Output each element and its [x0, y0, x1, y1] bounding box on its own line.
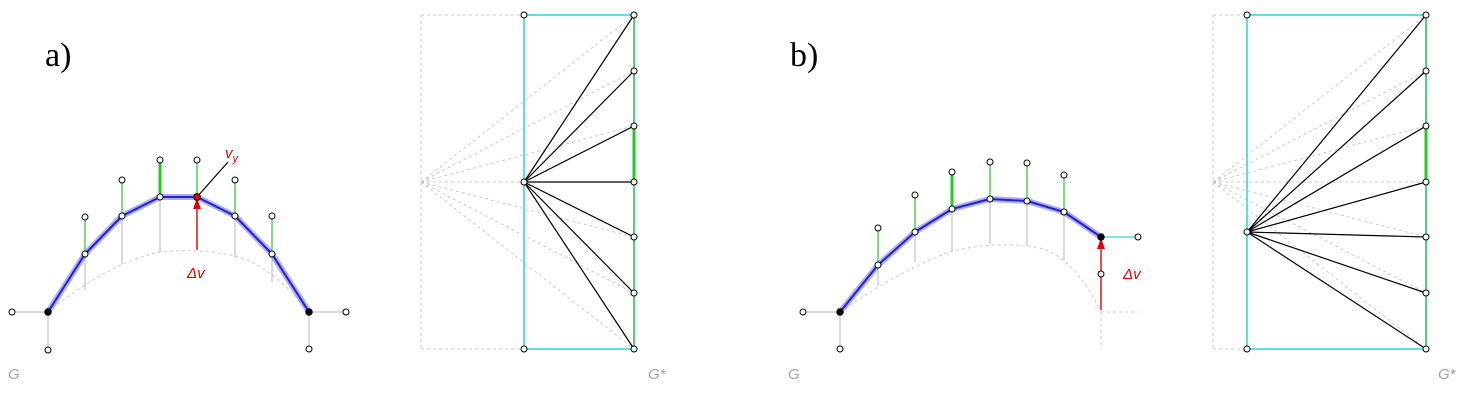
- panel-a-force-diagram: G*: [420, 11, 667, 383]
- reference-curve: [47, 250, 310, 313]
- form-diagram-label-b: G: [788, 366, 800, 383]
- arch-glow-b: [837, 196, 1104, 315]
- form-nodes: [8, 156, 350, 354]
- reference-curve-b: [839, 244, 1102, 313]
- delta-v-label-b: Δv: [1122, 266, 1142, 283]
- delta-v-label-a: Δv: [186, 265, 206, 282]
- force-nodes-b: [1243, 11, 1430, 353]
- force-nodes: [520, 11, 638, 353]
- reference-verticals: [84, 197, 273, 290]
- panel-b-force-diagram: G*: [1212, 11, 1457, 383]
- force-construction-lines: [420, 14, 635, 350]
- force-fan: [523, 14, 635, 350]
- form-nodes-b: [799, 158, 1142, 353]
- load-lines-b: [877, 162, 1065, 265]
- delta-v-arrowhead: [193, 198, 201, 209]
- load-lines: [84, 160, 273, 254]
- force-fan-b: [1246, 14, 1427, 350]
- force-diagram-label-b: G*: [1438, 366, 1457, 383]
- panel-a-label: a): [45, 37, 71, 74]
- arch-line: [47, 196, 310, 313]
- vy-leader-line: [196, 161, 229, 198]
- arch-line-b: [839, 198, 1102, 313]
- delta-v-arrowhead-b: [1097, 238, 1105, 249]
- selected-node: [193, 193, 201, 201]
- vy-label: vy: [225, 145, 240, 165]
- panel-a-form-diagram: a): [8, 37, 350, 383]
- form-diagram-label-a: G: [8, 366, 20, 383]
- force-construction-lines-b: [1212, 14, 1427, 350]
- reference-verticals-b: [877, 199, 1065, 286]
- support-lines: [12, 311, 346, 350]
- panel-b-label: b): [790, 37, 818, 74]
- force-diagram-label-a: G*: [648, 366, 667, 383]
- panel-b-form-diagram: b): [788, 37, 1142, 383]
